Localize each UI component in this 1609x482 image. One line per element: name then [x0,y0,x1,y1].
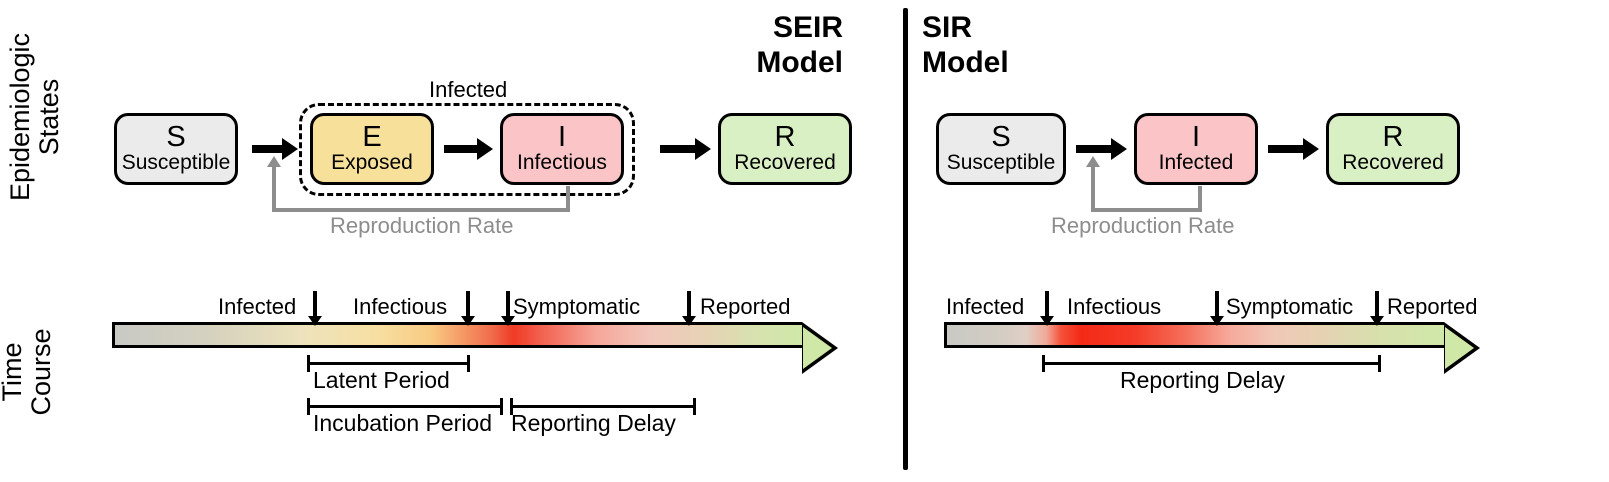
sir-event-reported-label: Reported [1387,294,1478,319]
seir-reproduction-rate-label: Reproduction Rate [330,213,514,238]
sir-compartment-recovered[interactable]: R Recovered [1326,113,1460,185]
sir-reproduction-rate-label: Reproduction Rate [1051,213,1235,238]
seir-susceptible-word: Susceptible [121,151,231,174]
seir-timeline-bar [112,322,802,348]
seir-susceptible-letter: S [166,121,186,153]
seir-event-infectious-label: Infectious [353,294,448,319]
seir-compartment-recovered[interactable]: R Recovered [718,113,852,185]
panel-divider [903,8,908,470]
seir-infectious-word: Infectious [517,151,607,174]
seir-recovered-word: Recovered [734,151,836,174]
seir-model-title: SEIR Model [756,11,843,79]
seir-timeline-arrowhead-fill [803,327,832,369]
sir-model-title: SIR Model [922,11,1009,79]
axis-label-epidemiologic-states: Epidemiologic States [5,32,64,202]
sir-timeline-bar [944,322,1444,348]
seir-latent-period-label: Latent Period [313,367,450,393]
seir-exposed-letter: E [362,121,382,153]
sir-event-symptomatic-label: Symptomatic [1226,294,1354,319]
seir-compartment-infectious[interactable]: I Infectious [500,113,624,185]
seir-compartment-exposed[interactable]: E Exposed [310,113,434,185]
sir-event-infected-label: Infected [946,294,1025,319]
seir-compartment-susceptible[interactable]: S Susceptible [114,113,238,185]
sir-compartment-infected[interactable]: I Infected [1134,113,1258,185]
sir-susceptible-letter: S [991,121,1011,153]
seir-reporting-delay-label: Reporting Delay [511,410,676,436]
sir-recovered-letter: R [1382,121,1404,153]
sir-recovered-word: Recovered [1342,151,1444,174]
axis-label-time-course: Time Course [0,328,56,416]
seir-infectious-letter: I [557,121,567,153]
seir-recovered-letter: R [774,121,796,153]
seir-exposed-word: Exposed [331,151,413,174]
seir-event-infected-label: Infected [218,294,297,319]
sir-infected-letter: I [1191,121,1201,153]
sir-timeline-arrowhead-fill [1445,327,1474,369]
sir-reporting-delay-label: Reporting Delay [1120,367,1285,393]
sir-infected-word: Infected [1158,151,1234,174]
seir-infected-group-box [299,103,635,196]
seir-event-symptomatic-label: Symptomatic [513,294,641,319]
sir-susceptible-word: Susceptible [946,151,1056,174]
seir-incubation-period-label: Incubation Period [313,410,493,436]
seir-infected-group-label: Infected [429,77,508,102]
sir-event-infectious-label: Infectious [1067,294,1162,319]
sir-compartment-susceptible[interactable]: S Susceptible [936,113,1066,185]
seir-event-reported-label: Reported [700,294,791,319]
